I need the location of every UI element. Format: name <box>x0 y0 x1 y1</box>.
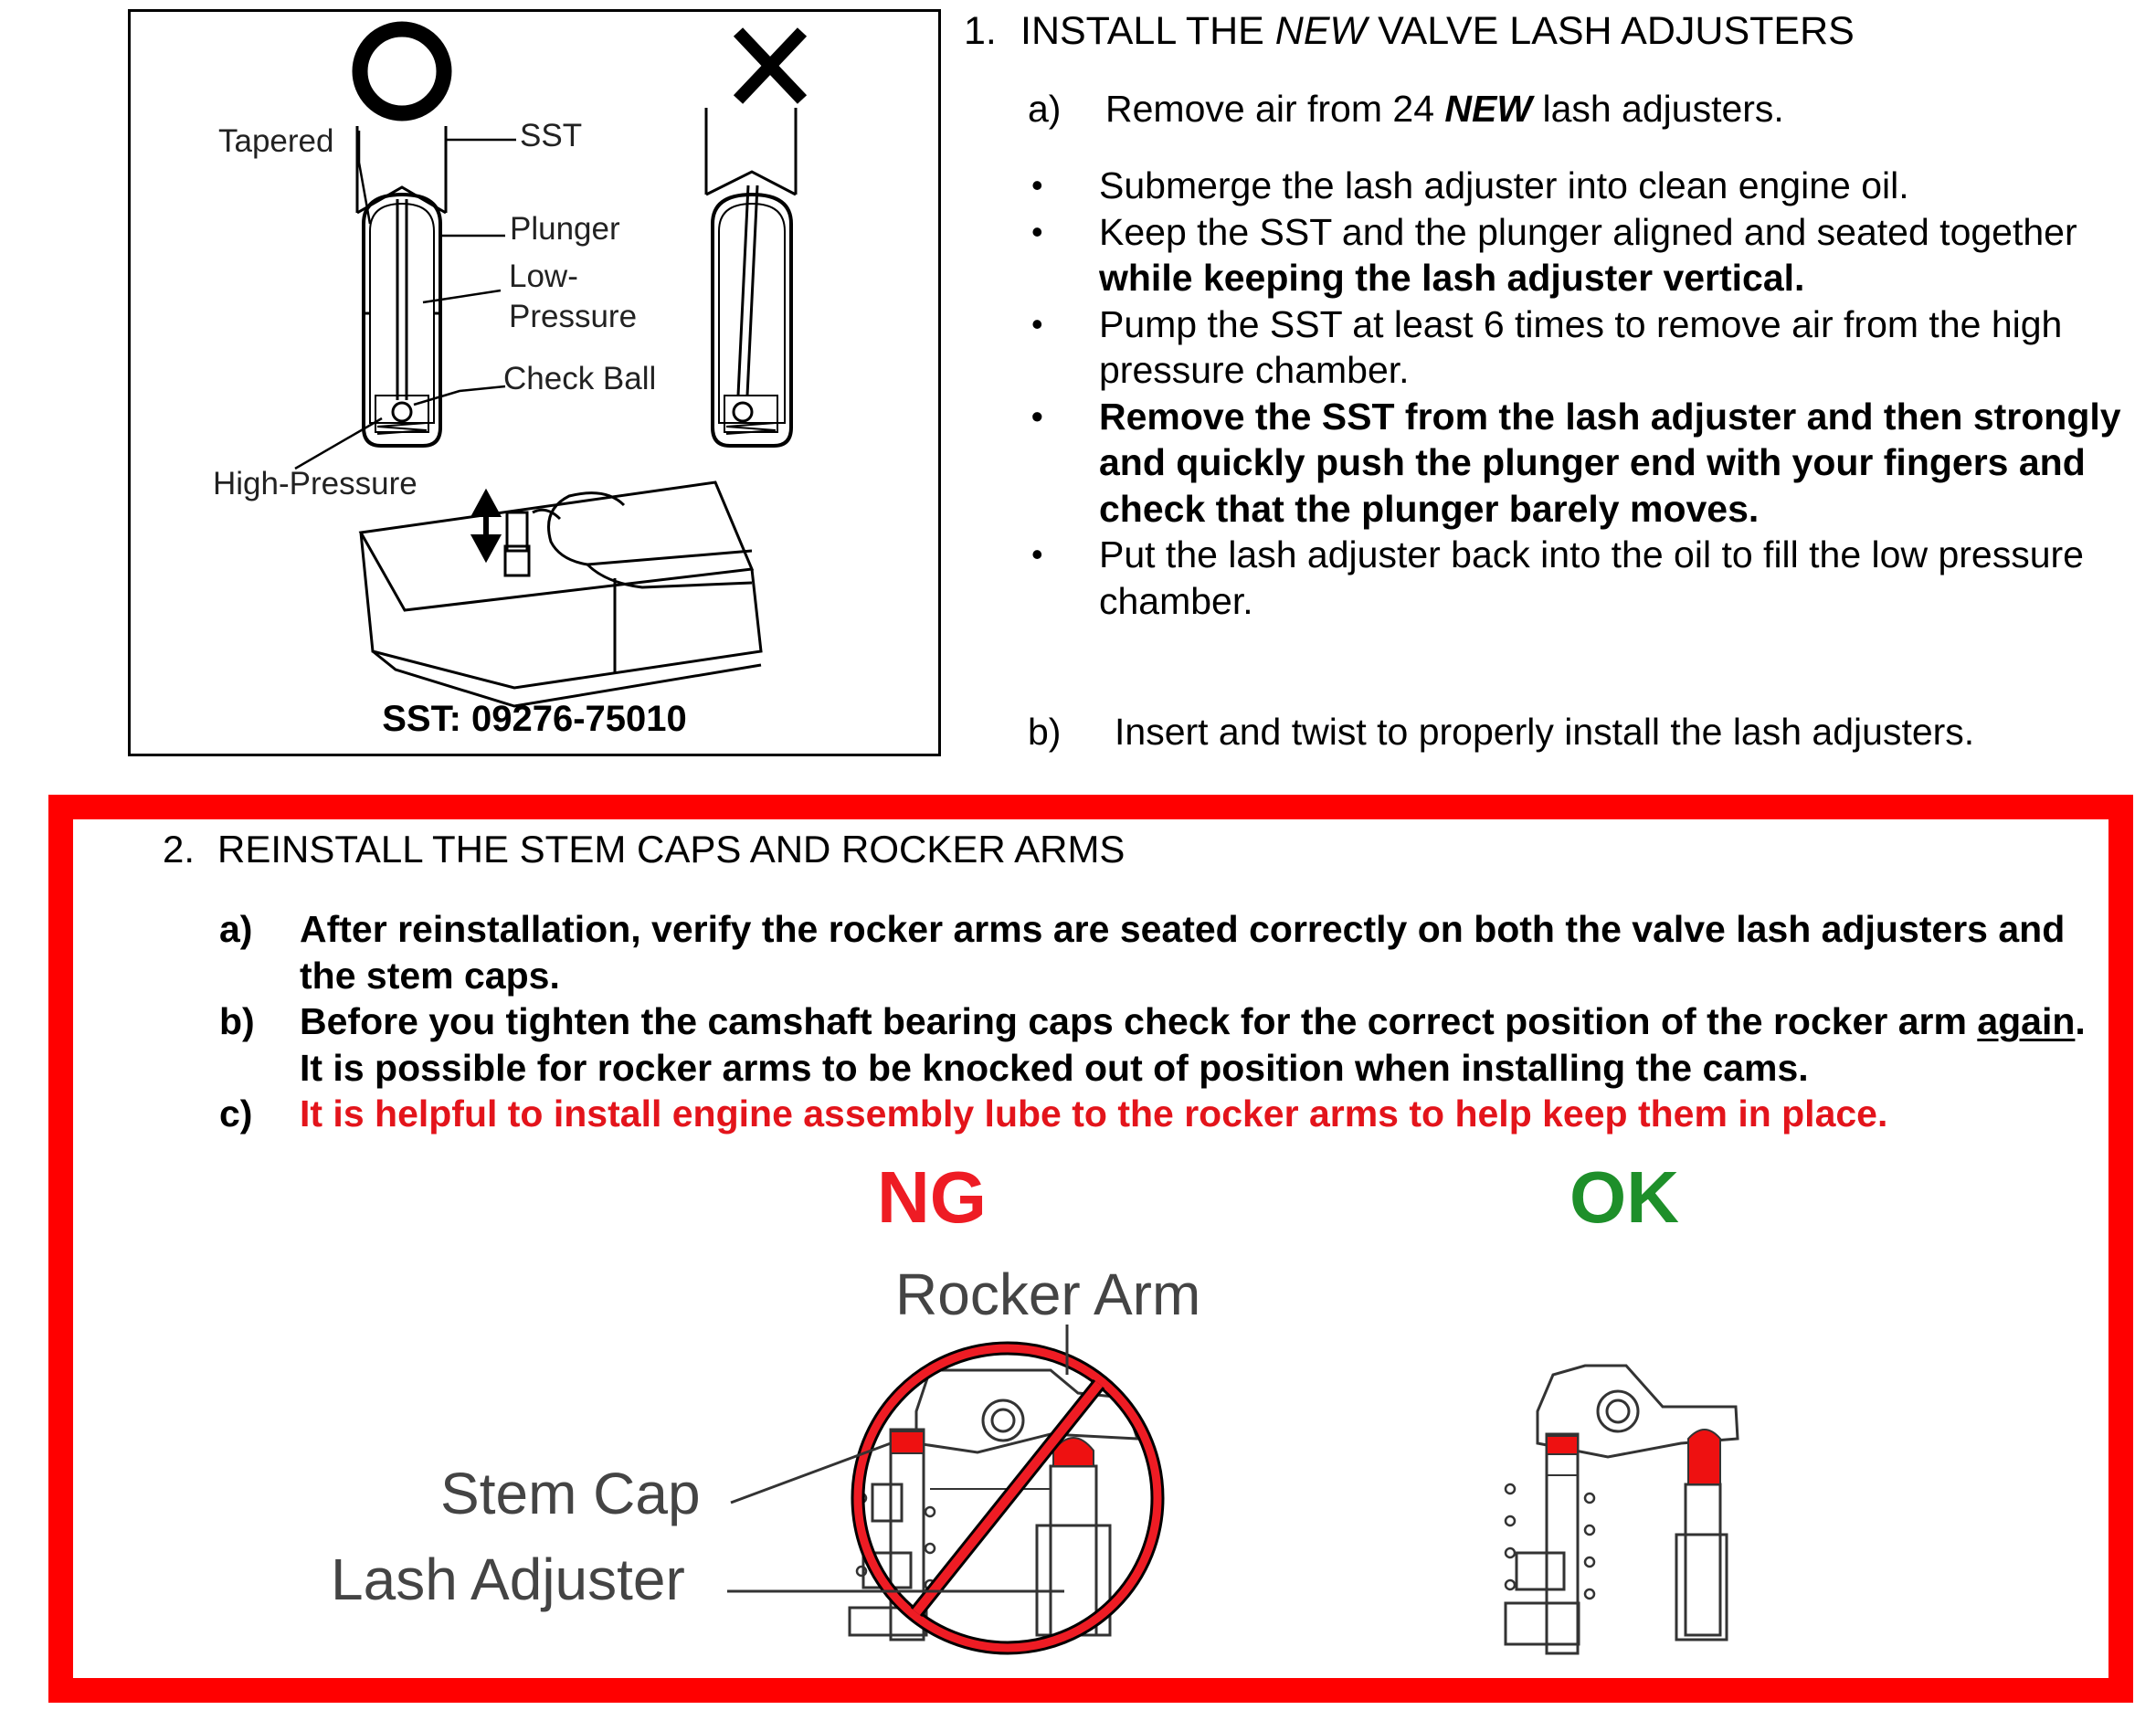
label-sst: SST <box>520 118 583 153</box>
section2-leader-lines <box>727 1325 1069 1593</box>
lash-adjuster-diagram <box>294 21 808 708</box>
step-b-label: b) <box>1028 711 1062 753</box>
section2-step-a: a) After reinstallation, verify the rock… <box>219 906 2101 998</box>
section2-red-frame <box>48 795 2133 1703</box>
s2-c-text: It is helpful to install engine assembly… <box>300 1092 1888 1135</box>
s2-a-label: a) <box>219 908 253 950</box>
label-tapered: Tapered <box>218 123 334 159</box>
lash-adjuster-figure: Tapered SST Plunger Low- Pressure Check … <box>128 9 941 756</box>
section1-heading: 1. INSTALL THE NEW VALVE LASH ADJUSTERS <box>964 9 1855 54</box>
bullet-5: Put the lash adjuster back into the oil … <box>1028 532 2124 624</box>
s2-b-text: Before you tighten the camshaft bearing … <box>300 998 2101 1091</box>
correct-adjuster-drawing <box>355 126 448 448</box>
section2-heading: 2. REINSTALL THE STEM CAPS AND ROCKER ARM… <box>163 828 1125 871</box>
rocker-arm-label: Rocker Arm <box>895 1261 1201 1327</box>
label-high-pressure: High-Pressure <box>213 466 417 501</box>
bullet-4: Remove the SST from the lash adjuster an… <box>1028 394 2124 533</box>
incorrect-adjuster-drawing <box>704 108 798 448</box>
bullet-2: Keep the SST and the plunger aligned and… <box>1028 209 2124 301</box>
bullet-1-text: Submerge the lash adjuster into clean en… <box>1099 164 1909 206</box>
section2-number: 2. <box>163 828 196 871</box>
bullet-2-text: Keep the SST and the plunger aligned and… <box>1099 210 2077 253</box>
ok-stem-cap-red <box>1546 1435 1579 1455</box>
step-a-post: lash adjusters. <box>1532 88 1784 130</box>
ng-label: NG <box>877 1156 987 1238</box>
bullet-1: Submerge the lash adjuster into clean en… <box>1028 163 2124 209</box>
s2-b-underlined: again <box>1977 1000 2076 1042</box>
section1-step-a: a) Remove air from 24 NEW lash adjusters. <box>1028 88 1784 131</box>
bullet-2-bold: while keeping the lash adjuster vertical… <box>1099 257 1805 299</box>
label-pressure: Pressure <box>509 299 638 334</box>
bullet-5-text: Put the lash adjuster back into the oil … <box>1099 533 2084 622</box>
prohibited-icon <box>851 1341 1165 1655</box>
ok-label: OK <box>1569 1156 1679 1238</box>
oil-pan-drawing <box>358 480 763 708</box>
section2-step-b: b) Before you tighten the camshaft beari… <box>219 998 2101 1091</box>
correct-circle-icon <box>352 21 452 121</box>
lash-adjuster-label: Lash Adjuster <box>331 1546 685 1612</box>
sst-caption: SST: 09276-75010 <box>382 699 687 739</box>
bullet-4-text: Remove the SST from the lash adjuster an… <box>1099 395 2121 530</box>
section1-number: 1. <box>964 9 997 53</box>
section2-step-c: c) It is helpful to install engine assem… <box>219 1091 2101 1137</box>
bullet-3: Pump the SST at least 6 times to remove … <box>1028 301 2124 394</box>
ok-assembly-drawing <box>1504 1364 1739 1655</box>
s2-b-pre: Before you tighten the camshaft bearing … <box>300 1000 1978 1042</box>
section1-step-b: b) Insert and twist to properly install t… <box>1028 711 1974 754</box>
leader-lines <box>294 131 516 470</box>
section1-bullet-list: Submerge the lash adjuster into clean en… <box>1028 163 2124 624</box>
step-a-label: a) <box>1028 88 1062 130</box>
label-check-ball: Check Ball <box>503 361 657 396</box>
stem-cap-label: Stem Cap <box>440 1461 701 1526</box>
s2-a-text: After reinstallation, verify the rocker … <box>300 908 2066 997</box>
step-b-text: Insert and twist to properly install the… <box>1115 711 1975 753</box>
ng-stem-cap-red <box>890 1430 925 1454</box>
section1-heading-pre: INSTALL THE <box>1020 9 1275 53</box>
label-low: Low- <box>509 259 578 294</box>
s2-c-label: c) <box>219 1092 253 1135</box>
ok-lash-tip-red <box>1687 1429 1721 1485</box>
up-down-arrow-icon <box>470 488 502 564</box>
section1-heading-post: VALVE LASH ADJUSTERS <box>1367 9 1855 53</box>
section2-heading-text: REINSTALL THE STEM CAPS AND ROCKER ARMS <box>217 828 1126 871</box>
step-a-em: NEW <box>1444 88 1533 130</box>
s2-b-label: b) <box>219 1000 255 1042</box>
s2-b-post: . It is possible for rocker arms to be k… <box>300 1000 2086 1089</box>
bullet-3-text: Pump the SST at least 6 times to remove … <box>1099 302 2063 392</box>
label-plunger: Plunger <box>510 211 620 247</box>
hand-drawing <box>503 491 753 589</box>
step-a-pre: Remove air from 24 <box>1105 88 1445 130</box>
section1-heading-em: NEW <box>1274 9 1368 53</box>
incorrect-cross-icon <box>733 27 808 104</box>
